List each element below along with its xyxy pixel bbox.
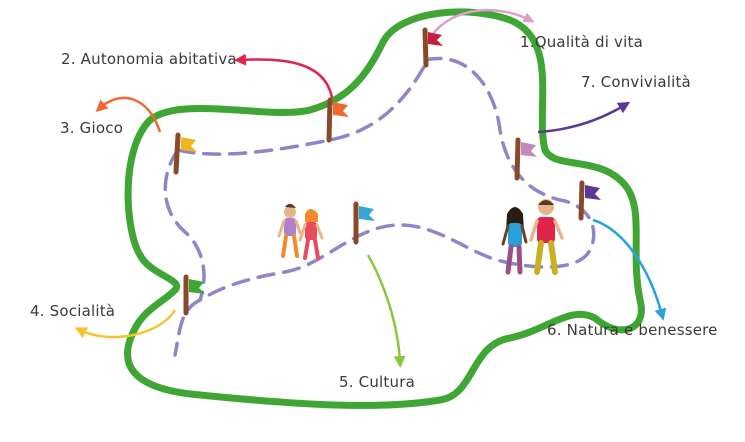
child-figure-left-2: [298, 209, 324, 260]
label-gioco: 3. Gioco: [60, 119, 123, 137]
flag-7: [514, 137, 537, 181]
child-figure-right-1: [501, 207, 528, 275]
arrow-6: [592, 218, 667, 321]
route-path-upper: [163, 63, 427, 302]
flag-6: [578, 180, 601, 221]
label-qualita-di-vita: 1.Qualità di vita: [520, 33, 643, 51]
flag-4: [183, 274, 205, 316]
arrow-2: [234, 53, 334, 99]
arrow-5: [366, 254, 406, 368]
arrow-1: [431, 9, 530, 36]
label-socialita: 4. Socialità: [30, 302, 115, 320]
flag-5: [353, 201, 375, 245]
route-path: [173, 56, 596, 357]
child-figure-right-2: [529, 199, 564, 275]
arrow-3: [95, 96, 162, 133]
label-autonomia-abitativa: 2. Autonomia abitativa: [61, 50, 237, 68]
flag-2: [326, 97, 349, 143]
territory-outline: [124, 8, 645, 409]
child-figure-left-1: [277, 203, 302, 258]
arrow-4: [74, 309, 177, 339]
label-natura-e-benessere: 6. Natura e benessere: [547, 321, 718, 339]
flag-1: [422, 27, 443, 68]
flag-3: [173, 132, 197, 175]
arrow-7: [537, 101, 631, 134]
label-convivialita: 7. Convivialità: [581, 73, 691, 91]
label-cultura: 5. Cultura: [339, 373, 415, 391]
